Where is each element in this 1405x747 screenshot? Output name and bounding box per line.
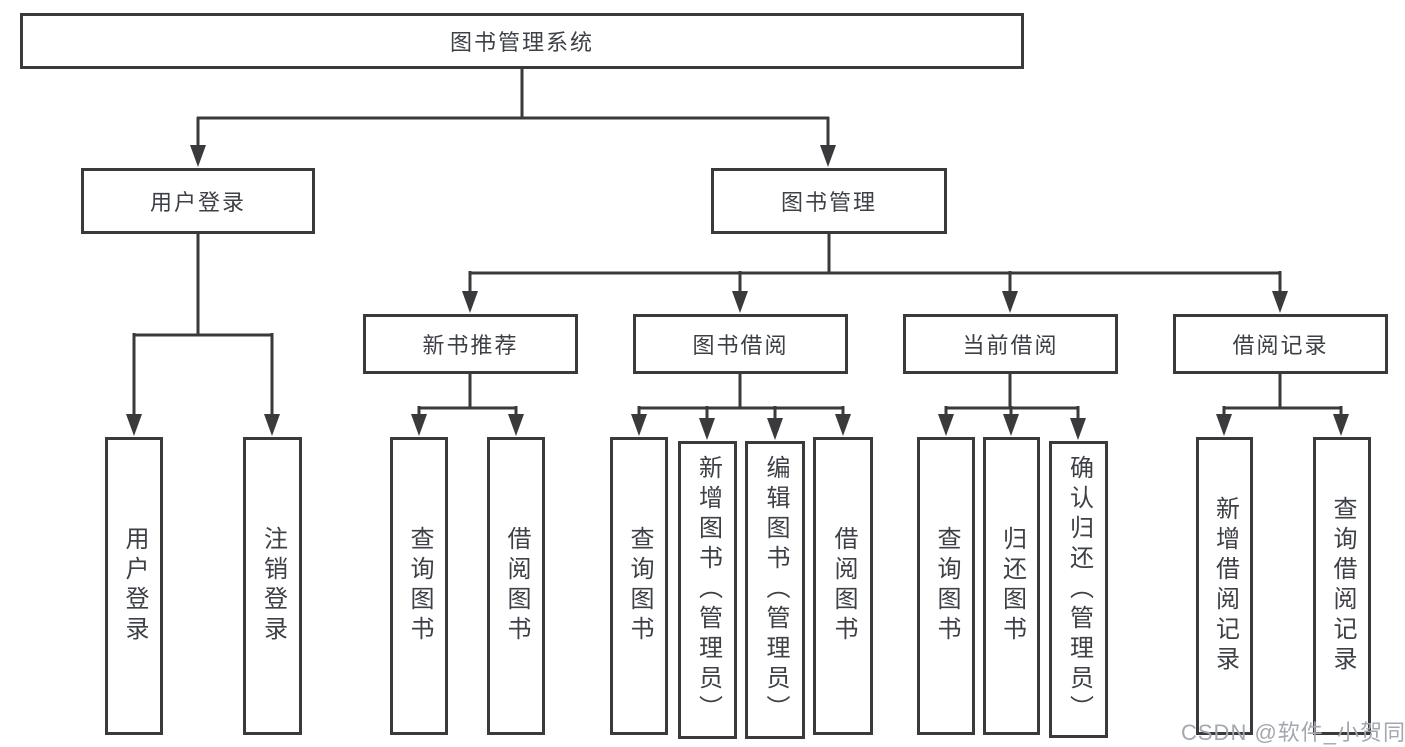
leaf-return-book-label: 归还图书 — [998, 526, 1026, 646]
leaf-edit-book-admin-label: 编辑图书（管理员） — [762, 455, 789, 725]
node-borrow-records: 借阅记录 — [1173, 314, 1388, 374]
leaf-query-books-borrow-label: 查询图书 — [626, 526, 653, 646]
watermark-text: CSDN @软件_小贺同学 — [1181, 720, 1405, 745]
leaf-user-login: 用户登录 — [105, 437, 163, 735]
leaf-borrow-books-recommend-label: 借阅图书 — [503, 526, 530, 646]
leaf-borrow-books-recommend: 借阅图书 — [487, 437, 545, 735]
leaf-query-borrow-record-label: 查询借阅记录 — [1329, 496, 1356, 676]
leaf-add-book-admin: 新增图书（管理员） — [678, 441, 737, 739]
node-borrow-records-label: 借阅记录 — [1232, 333, 1329, 358]
leaf-add-borrow-record-label: 新增借阅记录 — [1211, 496, 1239, 676]
leaf-add-book-admin-label: 新增图书（管理员） — [694, 455, 722, 725]
node-book-management-label: 图书管理 — [780, 190, 877, 215]
node-library-system: 图书管理系统 — [20, 13, 1024, 69]
leaf-query-borrow-record: 查询借阅记录 — [1313, 437, 1371, 735]
leaf-logout-label: 注销登录 — [259, 526, 287, 646]
leaf-query-books-recommend-label: 查询图书 — [406, 526, 433, 646]
node-book-management: 图书管理 — [711, 168, 947, 234]
leaf-confirm-return-admin: 确认归还（管理员） — [1049, 441, 1108, 738]
node-book-borrow-label: 图书借阅 — [692, 333, 789, 358]
node-new-book-recommend-label: 新书推荐 — [422, 333, 519, 358]
leaf-borrow-books-borrow-label: 借阅图书 — [830, 526, 857, 646]
node-current-borrow-label: 当前借阅 — [962, 333, 1059, 358]
leaf-add-borrow-record: 新增借阅记录 — [1196, 437, 1253, 735]
node-book-borrow: 图书借阅 — [633, 314, 848, 374]
leaf-edit-book-admin: 编辑图书（管理员） — [745, 441, 805, 739]
node-user-login: 用户登录 — [81, 168, 315, 234]
leaf-user-login-label: 用户登录 — [121, 526, 148, 646]
leaf-query-books-current: 查询图书 — [917, 437, 975, 735]
node-library-system-label: 图书管理系统 — [449, 30, 594, 55]
node-user-login-label: 用户登录 — [149, 190, 246, 215]
leaf-borrow-books-borrow: 借阅图书 — [813, 437, 873, 735]
leaf-confirm-return-admin-label: 确认归还（管理员） — [1065, 454, 1093, 725]
node-new-book-recommend: 新书推荐 — [363, 314, 578, 374]
leaf-query-books-recommend: 查询图书 — [390, 437, 448, 735]
leaf-query-books-current-label: 查询图书 — [933, 526, 960, 646]
leaf-logout: 注销登录 — [243, 437, 302, 735]
leaf-query-books-borrow: 查询图书 — [610, 437, 668, 735]
leaf-return-book: 归还图书 — [983, 437, 1040, 735]
node-current-borrow: 当前借阅 — [903, 314, 1118, 374]
